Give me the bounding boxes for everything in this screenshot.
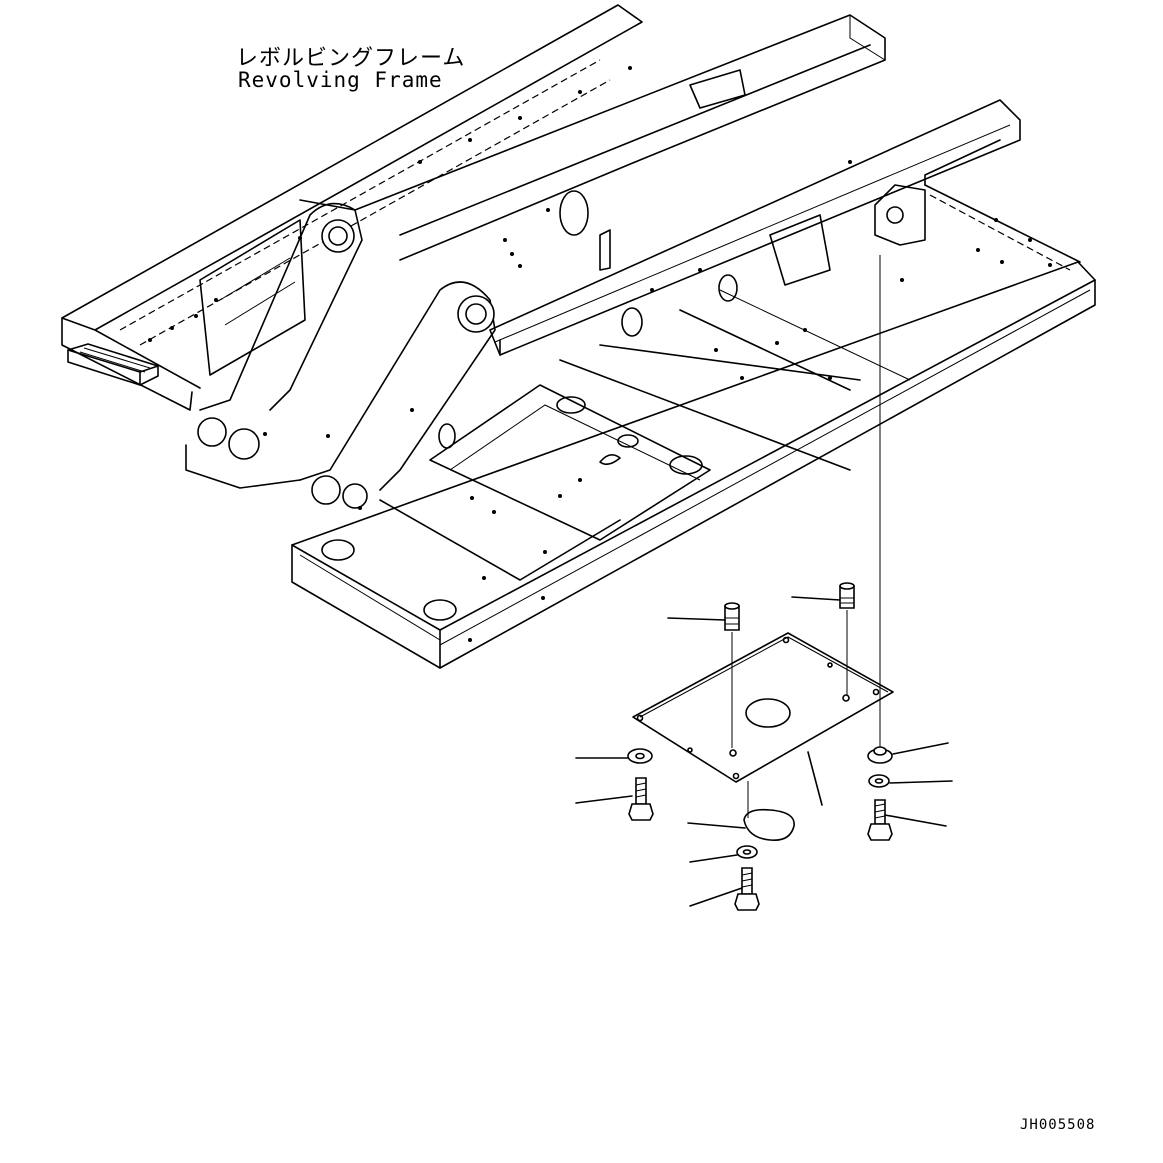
washer-lower: [689, 845, 758, 863]
washer-right-upper: [867, 742, 949, 764]
cover-plate: [632, 632, 894, 783]
washer-left: [575, 748, 653, 764]
washer-right-lower: [868, 774, 953, 788]
frame-bolt-dots: [148, 66, 1052, 642]
drawing-code: JH005508: [1020, 1117, 1096, 1133]
cover-plate-leader: [807, 751, 823, 806]
revolving-frame: [61, 4, 1096, 669]
pin-left: [667, 602, 740, 748]
pin-right: [791, 582, 855, 696]
bolt-lower: [689, 867, 760, 911]
bolt-left: [575, 777, 654, 821]
bolt-right: [867, 799, 947, 841]
frame-label-english: Revolving Frame: [238, 68, 443, 92]
frame-label-japanese: レボルビングフレーム: [236, 46, 466, 71]
rubber-cap: [687, 781, 795, 842]
